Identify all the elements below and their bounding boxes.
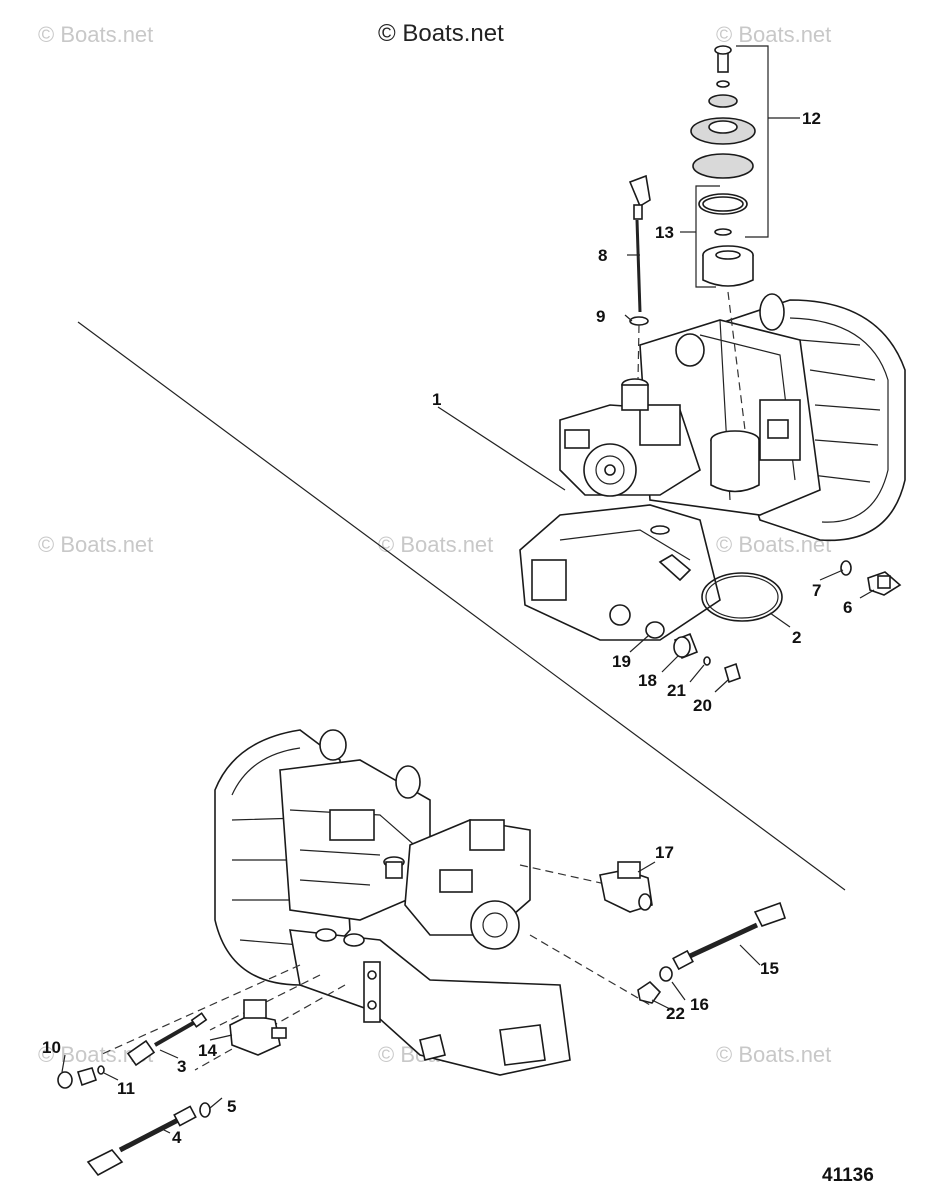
- callout-21: 21: [667, 681, 686, 700]
- figure-number: 41136: [822, 1165, 874, 1186]
- transmission-upper: [519, 293, 906, 641]
- o-ring-2-inner: [705, 575, 779, 619]
- transmission-lower: [214, 729, 571, 1076]
- watermark-faint: © Boats.net: [38, 22, 154, 47]
- leader-lines: [61, 254, 875, 1134]
- alignment-line: [99, 964, 301, 1056]
- callout-17: 17: [655, 843, 674, 862]
- watermark-faint: © Boats.net: [378, 532, 494, 557]
- sensor-3: [126, 1012, 208, 1067]
- callout-22: 22: [666, 1004, 685, 1023]
- callout-3: 3: [177, 1057, 186, 1076]
- callout-8: 8: [598, 246, 607, 265]
- callout-19: 19: [612, 652, 631, 671]
- callout-20: 20: [693, 696, 712, 715]
- alignment-line: [519, 864, 611, 886]
- callout-16: 16: [690, 995, 709, 1014]
- alignment-line: [529, 934, 651, 1006]
- callout-6: 6: [843, 598, 852, 617]
- callout-12: 12: [802, 109, 821, 128]
- o-ring-2: [701, 572, 783, 622]
- watermark-main: © Boats.net: [378, 20, 504, 47]
- dipstick-assembly: [628, 174, 651, 381]
- callout-9: 9: [596, 307, 605, 326]
- alignment-line: [209, 974, 321, 1031]
- shaft-seal-bearing-stack: [680, 45, 800, 431]
- watermark-faint: © Boats.net: [38, 532, 154, 557]
- callout-10: 10: [42, 1038, 61, 1057]
- plugs-18-21: [645, 621, 741, 684]
- callout-1: 1: [432, 390, 441, 409]
- callout-5: 5: [227, 1097, 236, 1116]
- watermark-faint: © Boats.net: [716, 22, 832, 47]
- sensor-4-5: [86, 1102, 211, 1177]
- sensor-15-16-22: [637, 901, 787, 1004]
- callout-15: 15: [760, 959, 779, 978]
- plug-10-11: [57, 1065, 105, 1089]
- watermark-faint: © Boats.net: [716, 1042, 832, 1067]
- callout-7: 7: [812, 581, 821, 600]
- callout-18: 18: [638, 671, 657, 690]
- callout-4: 4: [172, 1128, 182, 1147]
- alignment-line: [194, 984, 346, 1071]
- callout-2: 2: [792, 628, 801, 647]
- solenoid-17: [599, 861, 653, 913]
- callout-11: 11: [117, 1079, 135, 1098]
- fitting-6-7: [840, 560, 902, 596]
- callout-13: 13: [655, 223, 674, 242]
- solenoid-14: [229, 999, 287, 1056]
- section-divider-line: [77, 321, 846, 891]
- callout-14: 14: [198, 1041, 217, 1060]
